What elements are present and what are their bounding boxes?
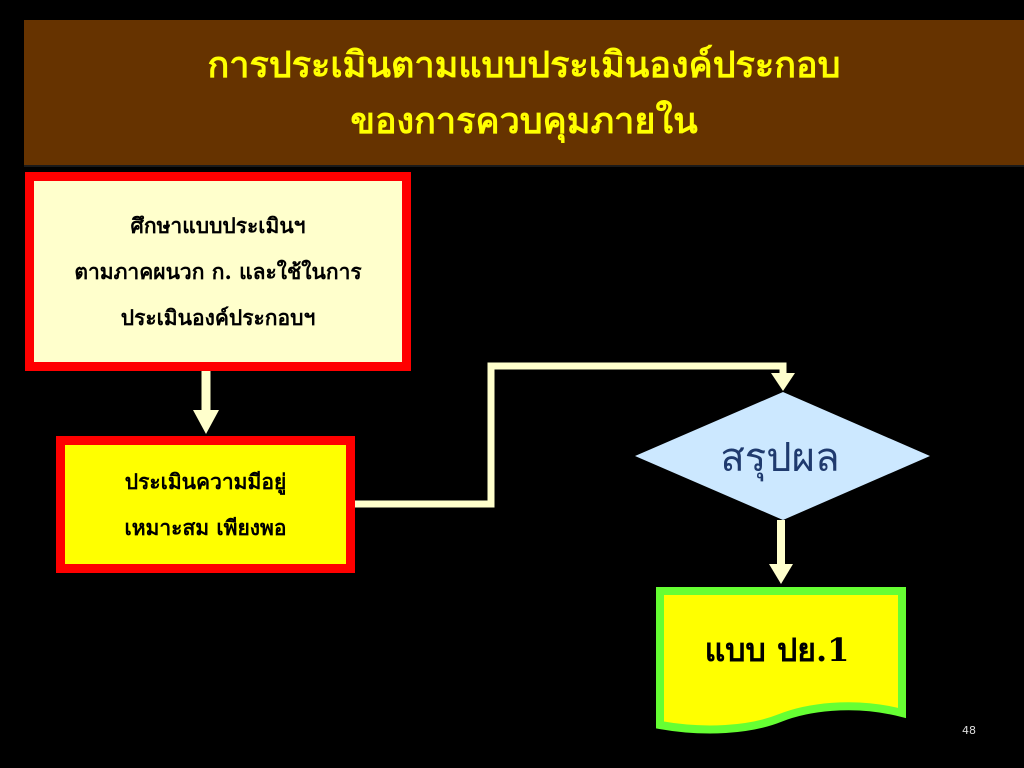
arrowhead-to-decision <box>771 373 795 391</box>
slide-title-line-2: ของการควบคุมภายใน <box>350 99 698 142</box>
decision-label: สรุปผล <box>720 435 840 481</box>
assess-box-line-1: ประเมินความมีอยู่ <box>124 468 287 494</box>
slide-title-line-1: การประเมินตามแบบประเมินองค์ประกอบ <box>207 43 841 86</box>
study-box-line-3: ประเมินองค์ประกอบฯ <box>120 304 316 330</box>
arrowhead-to-assess <box>193 410 219 434</box>
decision-diamond <box>635 392 930 520</box>
arrowhead-to-document <box>769 564 793 584</box>
document-label: แบบ ปย.1 <box>704 631 850 669</box>
page-number: 48 <box>962 724 976 737</box>
title-bar: การประเมินตามแบบประเมินองค์ประกอบ ของการ… <box>24 20 1024 167</box>
document-shape <box>656 587 906 734</box>
connector-assess-to-decision <box>355 362 787 508</box>
assess-adequacy-box: ประเมินความมีอยู่ เหมาะสม เพียงพอ <box>56 436 355 573</box>
study-assessment-form-box: ศึกษาแบบประเมินฯ ตามภาคผนวก ก. และใช้ในก… <box>25 172 411 371</box>
assess-box-line-2: เหมาะสม เพียงพอ <box>124 514 287 540</box>
study-box-line-2: ตามภาคผนวก ก. และใช้ในการ <box>74 258 362 284</box>
study-box-line-1: ศึกษาแบบประเมินฯ <box>130 212 306 238</box>
